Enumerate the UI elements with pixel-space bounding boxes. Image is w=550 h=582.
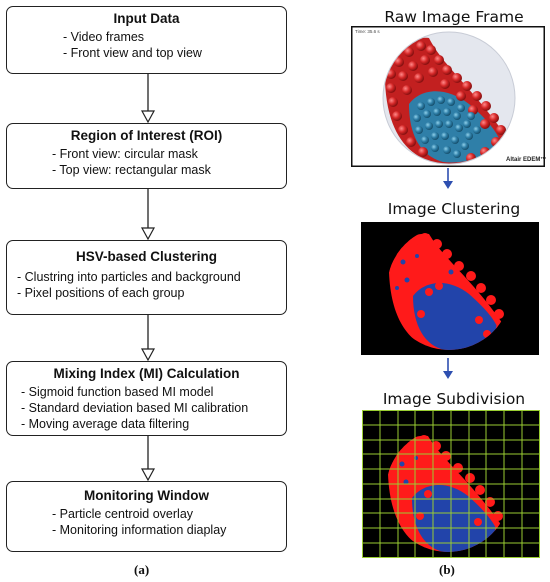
image-clustering xyxy=(361,222,539,355)
caption-a: (a) xyxy=(134,562,150,577)
step-item: - Standard deviation based MI calibratio… xyxy=(21,401,249,415)
step-title: Mixing Index (MI) Calculation xyxy=(53,366,240,381)
down-arrow-blue xyxy=(443,168,453,189)
panel-title-clustering: Image Clustering xyxy=(387,200,521,218)
raw-image-frame xyxy=(351,26,545,167)
step-title: HSV-based Clustering xyxy=(75,249,218,264)
step-title: Region of Interest (ROI) xyxy=(70,128,223,143)
step-title: Input Data xyxy=(113,11,180,26)
image-subdivision xyxy=(362,410,540,558)
time-readout: Time: 35.6 s xyxy=(355,29,380,34)
step-item: - Sigmoid function based MI model xyxy=(21,385,214,399)
step-hsv-clustering: HSV-based Clustering - Clustring into pa… xyxy=(6,240,287,315)
panel-title-raw: Raw Image Frame xyxy=(384,8,524,26)
step-input-data: Input Data - Video frames - Front view a… xyxy=(6,6,287,74)
step-roi: Region of Interest (ROI) - Front view: c… xyxy=(6,123,287,189)
step-item: - Top view: rectangular mask xyxy=(52,163,211,177)
flow-arrow xyxy=(140,436,156,482)
step-item: - Monitoring information diaplay xyxy=(52,523,227,537)
step-item: - Front view: circular mask xyxy=(52,147,198,161)
step-monitoring-window: Monitoring Window - Particle centroid ov… xyxy=(6,481,287,552)
step-item: - Pixel positions of each group xyxy=(17,286,185,300)
step-title: Monitoring Window xyxy=(83,488,210,503)
caption-b: (b) xyxy=(439,562,455,577)
flow-arrow xyxy=(140,315,156,362)
flow-arrow xyxy=(140,189,156,241)
step-item: - Particle centroid overlay xyxy=(52,507,194,521)
step-item: - Moving average data filtering xyxy=(21,417,190,431)
step-item: - Front view and top view xyxy=(63,46,202,60)
flow-arrow xyxy=(140,74,156,124)
brand-label: Altair EDEM™ xyxy=(506,157,547,163)
panel-title-subdivision: Image Subdivision xyxy=(382,390,526,408)
down-arrow-blue xyxy=(443,358,453,379)
step-item: - Video frames xyxy=(63,30,145,44)
step-item: - Clustring into particles and backgroun… xyxy=(17,270,241,284)
step-mi-calculation: Mixing Index (MI) Calculation - Sigmoid … xyxy=(6,361,287,436)
